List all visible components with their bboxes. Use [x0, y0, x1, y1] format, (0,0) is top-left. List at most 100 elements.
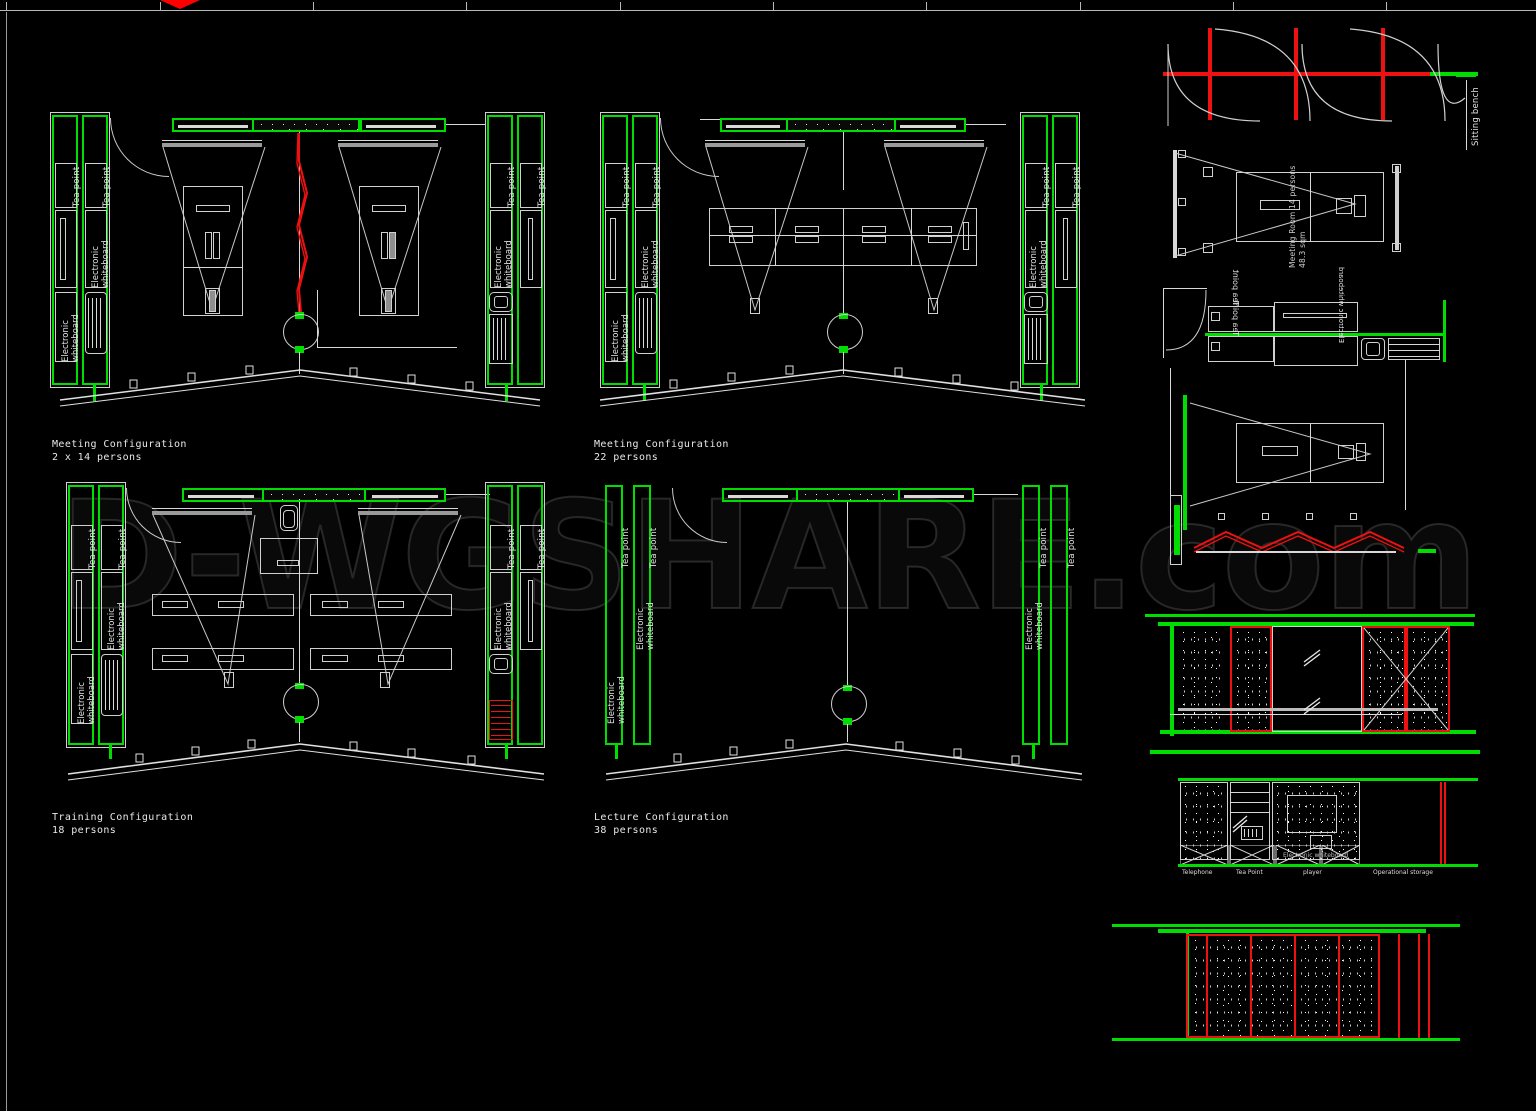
whiteboard-box — [1274, 336, 1358, 366]
ruler-tick — [1233, 2, 1234, 11]
projection-cone — [1174, 152, 1357, 257]
board-panel — [528, 580, 533, 642]
ruler-marker-icon[interactable] — [160, 0, 200, 9]
whiteboard-box — [1025, 210, 1047, 288]
chair — [1248, 487, 1265, 502]
printer-tray — [494, 296, 508, 308]
whiteboard-label-line2: whiteboard — [617, 676, 627, 724]
table-port — [729, 236, 753, 243]
elev-panel-red — [1230, 626, 1272, 732]
left-strip-frame — [50, 112, 110, 388]
wall-line — [1163, 288, 1164, 358]
chair — [822, 642, 839, 657]
printer-unit — [489, 292, 513, 312]
curtain-rail — [1208, 28, 1212, 120]
training-table — [310, 594, 452, 616]
ruler-tick — [620, 2, 621, 11]
chair — [394, 320, 411, 335]
table-equipment-core — [209, 290, 216, 312]
room-annotation-line2: 48.3 sqm — [1298, 231, 1307, 268]
whiteboard-label-line2: whiteboard — [101, 240, 111, 288]
left-strip-outer-a — [68, 485, 94, 745]
chair — [336, 190, 351, 207]
chair — [246, 190, 261, 207]
bench-leader — [1466, 80, 1467, 150]
ruler-tick — [160, 2, 161, 11]
chair — [1302, 152, 1319, 167]
table-split — [843, 208, 844, 266]
chair — [336, 294, 351, 311]
partition-track — [299, 352, 300, 374]
chair — [857, 185, 874, 200]
ruler-tick — [1386, 2, 1387, 11]
chair — [880, 566, 897, 581]
projection-cone — [358, 514, 462, 686]
chair — [967, 604, 984, 619]
elev-shelf — [1170, 714, 1402, 715]
tea-point-label: Tea point — [72, 166, 82, 207]
chair — [160, 268, 175, 285]
chair — [336, 216, 351, 233]
tea-point-box — [71, 525, 93, 570]
shelf-line — [1028, 318, 1029, 360]
chair — [938, 566, 955, 581]
whiteboard-label-line2: whiteboard — [1039, 240, 1049, 288]
chair — [1388, 180, 1403, 197]
tea-point-box — [520, 163, 542, 208]
screen-band — [884, 143, 984, 147]
elev3-floor — [1112, 1038, 1460, 1041]
chair — [422, 268, 437, 285]
right-strip-stub — [1040, 385, 1043, 401]
elev-hatch — [1364, 628, 1404, 730]
whiteboard-box — [605, 210, 627, 288]
chair — [394, 162, 411, 177]
centre-axis — [847, 724, 848, 742]
board-detail — [728, 495, 788, 498]
shelf-line — [651, 298, 652, 348]
tea-point-box — [1025, 163, 1047, 208]
shelf-line — [497, 318, 498, 360]
table-port — [862, 226, 886, 233]
curtain-swing-arcs — [1167, 28, 1466, 126]
panel-caption-line1: Meeting Configuration — [594, 439, 729, 450]
panel-caption-line2: 22 persons — [594, 452, 659, 463]
whiteboard-label-line2: whiteboard — [651, 240, 661, 288]
label-electronic-whiteboard: Electronic whiteboard — [1283, 852, 1349, 859]
table-port — [729, 226, 753, 233]
room-annotation-line1: Meeting Room 14 persons — [1288, 165, 1297, 268]
tea-point-label: Tea point — [649, 527, 659, 568]
chair — [886, 272, 903, 287]
folding-partition — [1193, 530, 1405, 553]
chair — [967, 642, 984, 657]
right-strip-frame — [485, 112, 545, 388]
leader-line — [1405, 360, 1406, 510]
screen-band — [358, 511, 458, 515]
tea-point-box — [1208, 336, 1274, 362]
label-player: player — [1303, 869, 1322, 876]
shelf-line — [109, 660, 110, 710]
chair — [851, 642, 868, 657]
chair — [851, 604, 868, 619]
screen-top — [705, 140, 805, 141]
shelf-line — [105, 660, 106, 710]
whiteboard-box — [55, 210, 77, 288]
whiteboard-label-line1: Electronic — [611, 320, 621, 362]
left-strip-outer-a — [605, 485, 623, 745]
chair — [363, 320, 380, 335]
chair — [246, 216, 261, 233]
chair — [799, 185, 816, 200]
printer-tray — [1366, 342, 1380, 356]
top-ruler[interactable] — [0, 0, 1536, 12]
elev-glass-cross — [1363, 627, 1449, 731]
chair — [1308, 404, 1325, 419]
curtain-rail — [1381, 28, 1385, 120]
whiteboard-label-line1: Electronic — [641, 246, 651, 288]
shelf-line — [1230, 792, 1270, 793]
screen-band — [162, 143, 262, 147]
table-split — [911, 208, 912, 266]
elev3-mullion — [1398, 934, 1400, 1038]
chair — [880, 642, 897, 657]
whiteboard-label-line1: Electronic whiteboard — [1337, 266, 1345, 343]
chair — [967, 566, 984, 581]
